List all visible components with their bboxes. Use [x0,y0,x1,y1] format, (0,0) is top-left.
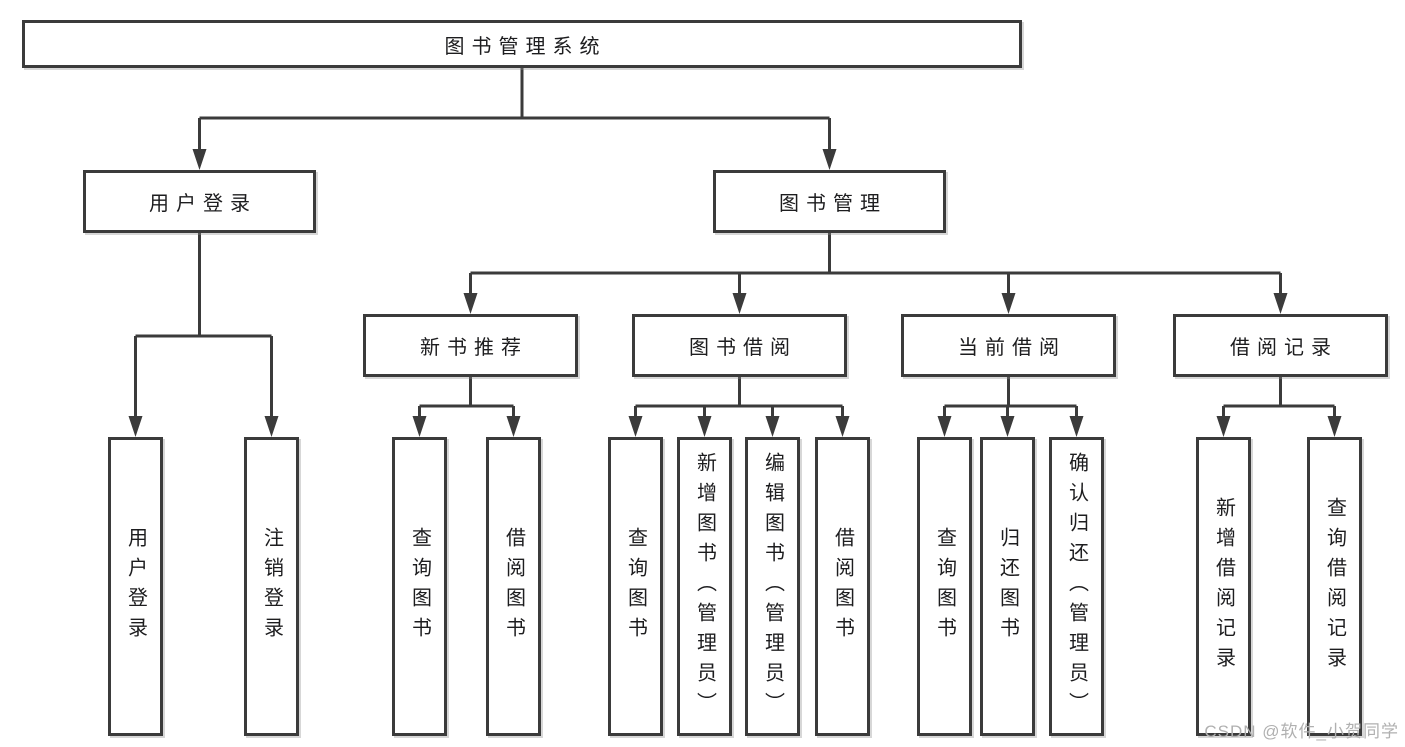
leaf-confirm-return-admin: 确认归还（管理员） [1049,437,1104,736]
csdn-watermark: CSDN @软件_小贺同学 [1204,722,1399,741]
leaf-user-login: 用户登录 [108,437,163,736]
leaf-return-books: 归还图书 [980,437,1035,736]
leaf-borrow-books: 借阅图书 [815,437,870,736]
node-user-login: 用户登录 [83,170,316,233]
leaf-add-books-admin: 新增图书（管理员） [677,437,732,736]
node-library-management-system: 图书管理系统 [22,20,1022,68]
node-book-management: 图书管理 [713,170,946,233]
leaf-borrow-books-recommend: 借阅图书 [486,437,541,736]
node-current-borrowing: 当前借阅 [901,314,1116,377]
leaf-add-borrow-record: 新增借阅记录 [1196,437,1251,736]
leaf-logout: 注销登录 [244,437,299,736]
leaf-query-books-borrow: 查询图书 [608,437,663,736]
node-borrowing-records: 借阅记录 [1173,314,1388,377]
leaf-query-books-recommend: 查询图书 [392,437,447,736]
leaf-edit-books-admin: 编辑图书（管理员） [745,437,800,736]
node-book-borrowing: 图书借阅 [632,314,847,377]
node-new-book-recommendation: 新书推荐 [363,314,578,377]
leaf-query-borrow-record: 查询借阅记录 [1307,437,1362,736]
leaf-query-books-current: 查询图书 [917,437,972,736]
